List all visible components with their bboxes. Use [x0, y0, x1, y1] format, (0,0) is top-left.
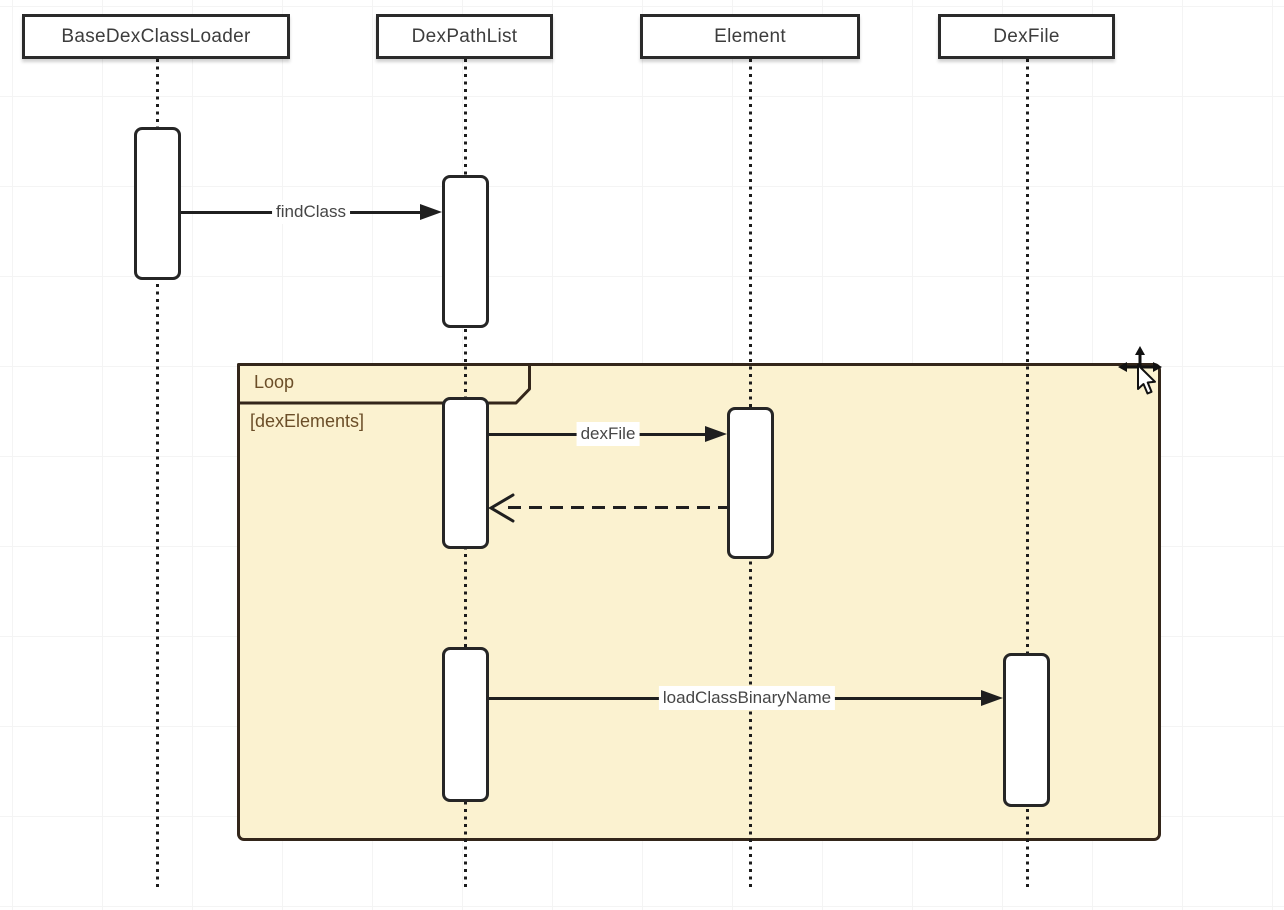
activation-dexpathlist-3[interactable] [442, 647, 489, 802]
move-cursor-icon [1118, 346, 1162, 395]
activation-basedexclassloader[interactable] [134, 127, 181, 280]
message-loadclassbinaryname-label[interactable]: loadClassBinaryName [658, 686, 836, 710]
lifeline-head-dexfile[interactable]: DexFile [938, 14, 1115, 59]
message-dexfile-arrowhead-icon [705, 426, 727, 442]
activation-dexpathlist-1[interactable] [442, 175, 489, 328]
message-return-line[interactable] [508, 506, 727, 509]
activation-element[interactable] [727, 407, 774, 559]
lifeline-dexfile[interactable] [1026, 59, 1029, 889]
loop-operator-label: Loop [254, 372, 295, 392]
lifeline-head-element[interactable]: Element [640, 14, 860, 59]
activation-dexfile[interactable] [1003, 653, 1050, 807]
loop-guard-label: [dexElements] [250, 411, 365, 431]
message-findclass-arrowhead-icon [420, 204, 442, 220]
loop-fragment-pentagon [237, 363, 531, 405]
lifeline-head-basedexclassloader[interactable]: BaseDexClassLoader [22, 14, 290, 59]
activation-dexpathlist-2[interactable] [442, 397, 489, 549]
lifeline-head-dexpathlist[interactable]: DexPathList [376, 14, 553, 59]
message-dexfile-label[interactable]: dexFile [576, 422, 640, 446]
message-findclass-label[interactable]: findClass [272, 200, 350, 224]
message-return-open-arrowhead-icon [488, 493, 515, 523]
lifeline-basedexclassloader[interactable] [156, 59, 159, 889]
message-loadclassbinaryname-arrowhead-icon [981, 690, 1003, 706]
